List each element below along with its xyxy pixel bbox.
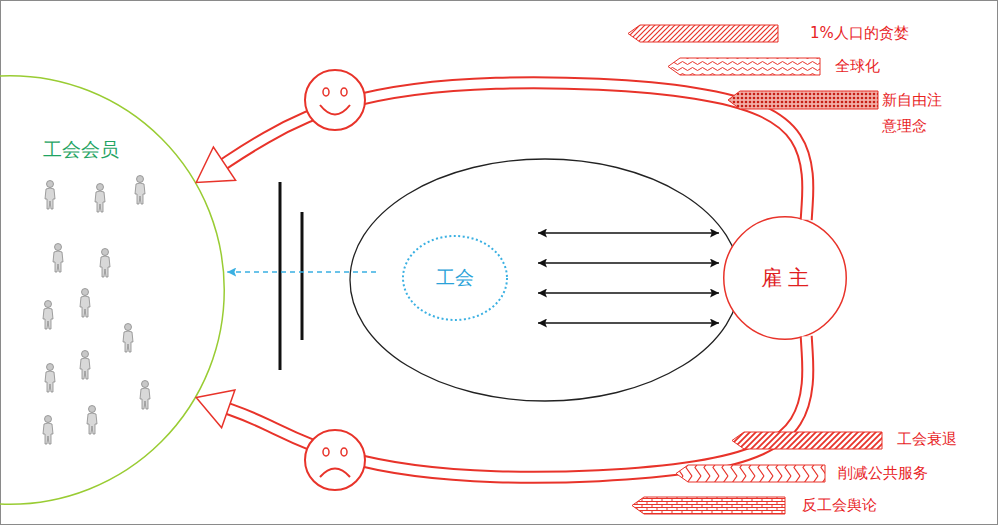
force-label: 反工会舆论	[802, 496, 877, 514]
force-label: 新自由注 意理念	[882, 87, 952, 139]
force-label: 工会衰退	[897, 430, 957, 448]
interaction-arrow	[538, 293, 719, 294]
force-arrow-bar	[632, 497, 785, 514]
arrow-body	[222, 83, 808, 220]
force-arrow-bar	[676, 465, 825, 482]
person-icon	[43, 416, 53, 445]
arrow-outline	[225, 336, 807, 477]
arrow-line	[538, 232, 719, 233]
sad-face	[305, 430, 365, 490]
force-arrow-bar	[628, 25, 778, 42]
union-circle: 工会	[402, 235, 508, 321]
force-label: 1%人口的贪婪	[810, 24, 909, 42]
arrow-outline	[222, 83, 808, 220]
influence-arrow	[196, 83, 808, 220]
force-arrow-bar	[732, 432, 882, 449]
barrier-bar	[279, 182, 282, 370]
arrow-head	[196, 390, 235, 428]
node-label: 工会会员	[43, 137, 119, 163]
happy-face	[305, 70, 365, 130]
person-icon	[140, 381, 150, 410]
force-arrow-bar	[668, 58, 820, 75]
force-arrow-bar	[728, 91, 878, 109]
person-icon	[135, 176, 145, 205]
person-icon	[95, 184, 105, 213]
node-shape	[403, 236, 507, 320]
arrow-head	[196, 147, 235, 182]
interaction-arrow	[538, 263, 719, 264]
arrow-line	[538, 322, 719, 323]
arrow-body	[225, 336, 807, 477]
person-icon	[80, 351, 90, 380]
person-icon	[100, 249, 110, 278]
person-icon	[123, 324, 133, 353]
node-label: 雇 主	[761, 264, 810, 292]
interaction-arrow	[538, 323, 719, 324]
barrier-bar	[301, 212, 304, 340]
person-icon	[43, 301, 53, 330]
person-icon	[53, 244, 63, 273]
arrow-line	[227, 271, 376, 272]
member-figures	[43, 176, 150, 445]
force-label: 全球化	[835, 57, 880, 75]
blocked-arrow	[227, 272, 376, 273]
node-shape	[0, 76, 224, 505]
member-circle: 工会会员	[0, 75, 225, 505]
interaction-arrow	[538, 233, 719, 234]
person-icon	[45, 364, 55, 393]
relation-ellipse	[350, 159, 740, 401]
node-shape	[724, 217, 847, 340]
employer-circle: 雇 主	[723, 216, 847, 340]
person-icon	[45, 181, 55, 210]
person-icon	[87, 406, 97, 435]
influence-arrow	[196, 336, 808, 477]
person-icon	[80, 289, 90, 318]
force-label: 削减公共服务	[838, 464, 928, 482]
arrow-line	[538, 292, 719, 293]
node-label: 工会	[436, 265, 474, 291]
arrow-line	[538, 262, 719, 263]
